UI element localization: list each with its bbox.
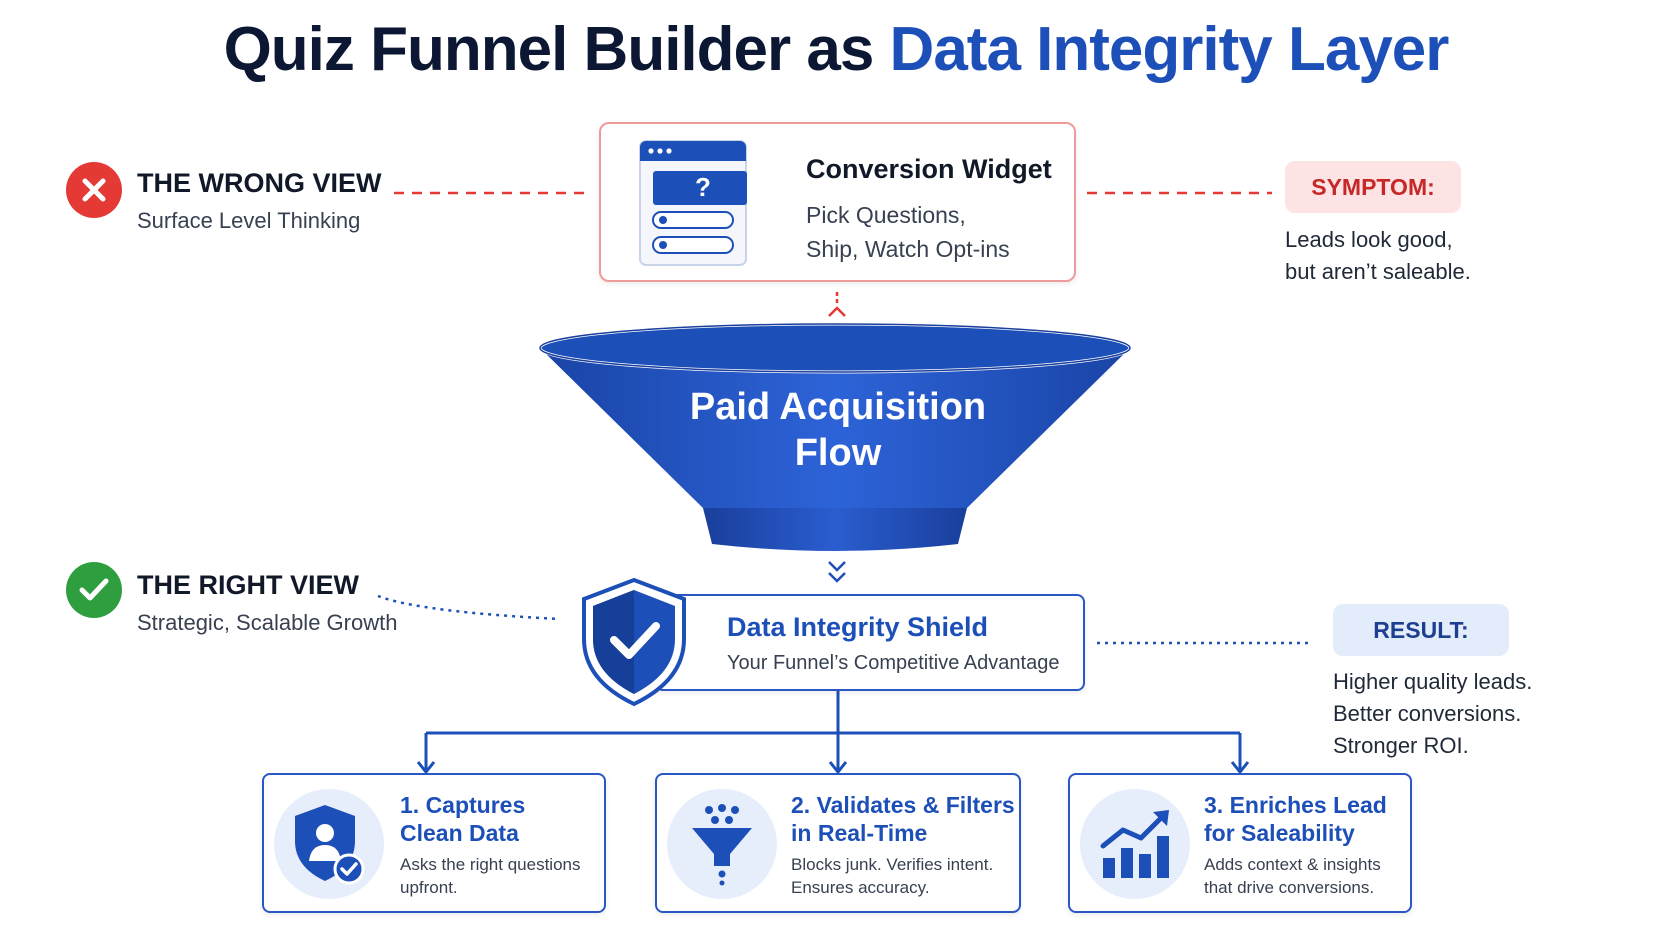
conversion-widget-card: ? Conversion Widget Pick Questions, Ship… xyxy=(599,122,1076,282)
result-text: Higher quality leads. Better conversions… xyxy=(1333,666,1532,762)
step-1-title: 1. Captures Clean Data xyxy=(400,791,525,847)
result-line-3: Stronger ROI. xyxy=(1333,733,1469,758)
branch-right-arrowhead xyxy=(1230,761,1250,775)
step-1-desc-line-1: Asks the right questions xyxy=(400,855,581,874)
widget-line-1: Pick Questions, xyxy=(806,202,966,228)
widget-line-2: Ship, Watch Opt-ins xyxy=(806,236,1010,262)
shield-check-icon xyxy=(582,577,686,707)
step-card-capture: 1. Captures Clean Data Asks the right qu… xyxy=(262,773,606,913)
symptom-line-2: but aren’t saleable. xyxy=(1285,259,1471,284)
data-integrity-shield-card: Data Integrity Shield Your Funnel’s Comp… xyxy=(655,594,1085,691)
widget-funnel-arrowhead xyxy=(828,306,846,317)
step-2-title-line-1: 2. Validates & Filters xyxy=(791,792,1015,818)
question-mark-glyph: ? xyxy=(695,172,711,202)
step-2-desc-line-1: Blocks junk. Verifies intent. xyxy=(791,855,994,874)
title-part-main: Quiz Funnel Builder as xyxy=(223,15,890,84)
growth-chart-icon xyxy=(1080,789,1190,899)
branch-left-arrowhead xyxy=(416,761,436,775)
shield-subtitle: Your Funnel’s Competitive Advantage xyxy=(727,652,1060,674)
step-2-description: Blocks junk. Verifies intent. Ensures ac… xyxy=(791,853,993,899)
right-view-heading: THE RIGHT VIEW xyxy=(137,570,359,600)
step-3-title-line-2: for Saleability xyxy=(1204,820,1355,846)
title-part-accent: Data Integrity Layer xyxy=(889,15,1450,84)
step-2-title-line-2: in Real-Time xyxy=(791,820,928,846)
success-check-icon xyxy=(66,562,122,618)
widget-description: Pick Questions, Ship, Watch Opt-ins xyxy=(806,198,1010,266)
funnel-line-1: Paid Acquisition xyxy=(689,386,987,428)
shield-title: Data Integrity Shield xyxy=(727,612,989,642)
funnel-chevron-1 xyxy=(828,561,846,572)
funnel-label: Paid Acquisition Flow xyxy=(538,384,1138,476)
step-1-title-line-2: Clean Data xyxy=(400,820,519,846)
quiz-window-icon xyxy=(639,140,747,266)
symptom-text: Leads look good, but aren’t saleable. xyxy=(1285,224,1471,288)
funnel-line-2: Flow xyxy=(794,432,882,474)
step-3-title-line-1: 3. Enriches Lead xyxy=(1204,792,1387,818)
step-2-desc-line-2: Ensures accuracy. xyxy=(791,878,930,897)
result-line-1: Higher quality leads. xyxy=(1333,669,1533,694)
error-x-icon xyxy=(66,162,122,218)
paid-acquisition-funnel xyxy=(538,322,1132,551)
step-1-desc-line-2: upfront. xyxy=(400,878,458,897)
funnel-chevron-2 xyxy=(828,572,846,583)
right-view-connector xyxy=(377,594,561,621)
filter-funnel-icon xyxy=(667,789,777,899)
result-line-2: Better conversions. xyxy=(1333,701,1522,726)
step-card-enrich: 3. Enriches Lead for Saleability Adds co… xyxy=(1068,773,1412,913)
result-badge: RESULT: xyxy=(1333,604,1509,656)
step-3-desc-line-1: Adds context & insights xyxy=(1204,855,1381,874)
right-view-subheading: Strategic, Scalable Growth xyxy=(137,610,398,635)
symptom-line-1: Leads look good, xyxy=(1285,227,1453,252)
user-shield-icon xyxy=(274,789,384,899)
widget-title: Conversion Widget xyxy=(806,154,1052,184)
wrong-view-heading: THE WRONG VIEW xyxy=(137,168,382,198)
step-card-validate: 2. Validates & Filters in Real-Time Bloc… xyxy=(655,773,1021,913)
wrong-view-subheading: Surface Level Thinking xyxy=(137,208,361,233)
step-3-description: Adds context & insights that drive conve… xyxy=(1204,853,1381,899)
branch-middle-arrowhead xyxy=(828,761,848,775)
symptom-badge: SYMPTOM: xyxy=(1285,161,1461,213)
step-3-desc-line-2: that drive conversions. xyxy=(1204,878,1375,897)
step-2-title: 2. Validates & Filters in Real-Time xyxy=(791,791,1015,847)
step-1-description: Asks the right questions upfront. xyxy=(400,853,580,899)
step-3-title: 3. Enriches Lead for Saleability xyxy=(1204,791,1387,847)
page-title: Quiz Funnel Builder as Data Integrity La… xyxy=(0,14,1672,85)
step-1-title-line-1: 1. Captures xyxy=(400,792,526,818)
